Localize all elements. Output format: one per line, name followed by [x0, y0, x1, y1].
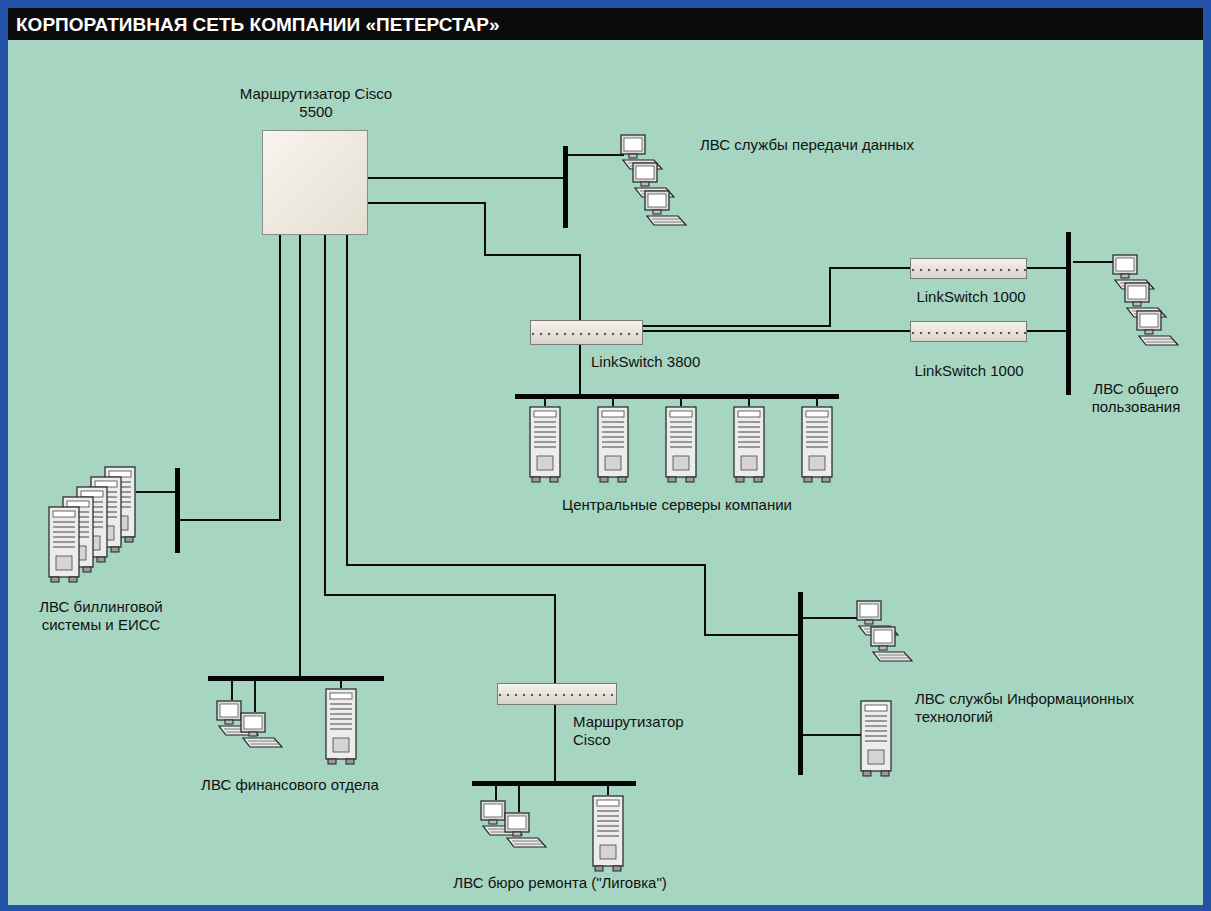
- network-link: [180, 235, 280, 520]
- lan-bus: ЛВС бюро ремонта ("Лиговка"): [472, 781, 636, 786]
- network-link: [299, 235, 301, 676]
- network-link: [1027, 330, 1066, 332]
- node-label: Маршрутизатор Cisco 5500: [236, 85, 396, 121]
- title-bar: КОРПОРАТИВНАЯ СЕТЬ КОМПАНИИ «ПЕТЕРСТАР»: [8, 8, 1203, 40]
- network-switch: LinkSwitch 1000: [910, 321, 1027, 342]
- network-link: [554, 705, 556, 781]
- network-link: [325, 235, 555, 683]
- core-router: Маршрутизатор Cisco 5500: [262, 130, 368, 235]
- network-link: [579, 345, 581, 394]
- lan-bus: ЛВС финансового отдела: [208, 676, 384, 681]
- node-label: ЛВС службы передачи данных: [700, 136, 990, 154]
- node-label: LinkSwitch 1000: [896, 288, 1046, 306]
- network-link: [1027, 267, 1066, 269]
- node-label: LinkSwitch 3800: [591, 353, 741, 371]
- lan-bus: ЛВС биллинговой системы и ЕИСС: [175, 468, 180, 553]
- node-label: Центральные серверы компании: [527, 496, 827, 514]
- network-link: [368, 177, 563, 179]
- server-bus: Центральные серверы компании: [515, 394, 839, 399]
- lan-bus: ЛВС службы Информационных технологий: [798, 592, 803, 775]
- lan-bus: ЛВС общего пользования: [1066, 232, 1071, 395]
- node-label: LinkSwitch 1000: [894, 362, 1044, 380]
- branch-router: Маршрутизатор Cisco: [497, 683, 617, 705]
- diagram-title: КОРПОРАТИВНАЯ СЕТЬ КОМПАНИИ «ПЕТЕРСТАР»: [16, 14, 499, 36]
- network-switch: LinkSwitch 1000: [910, 258, 1027, 279]
- network-link: [643, 268, 910, 326]
- network-link: [368, 203, 580, 320]
- lan-bus: ЛВС службы передачи данных: [563, 146, 568, 228]
- node-label: Маршрутизатор Cisco: [573, 713, 703, 749]
- node-label: ЛВС службы Информационных технологий: [915, 690, 1185, 726]
- node-label: ЛВС финансового отдела: [185, 776, 395, 794]
- network-link: [347, 235, 798, 635]
- node-label: ЛВС биллинговой системы и ЕИСС: [26, 598, 176, 634]
- node-label: ЛВС бюро ремонта ("Лиговка"): [425, 874, 695, 892]
- network-link: [643, 330, 910, 332]
- network-switch: LinkSwitch 3800: [530, 320, 643, 345]
- node-label: ЛВС общего пользования: [1076, 380, 1196, 416]
